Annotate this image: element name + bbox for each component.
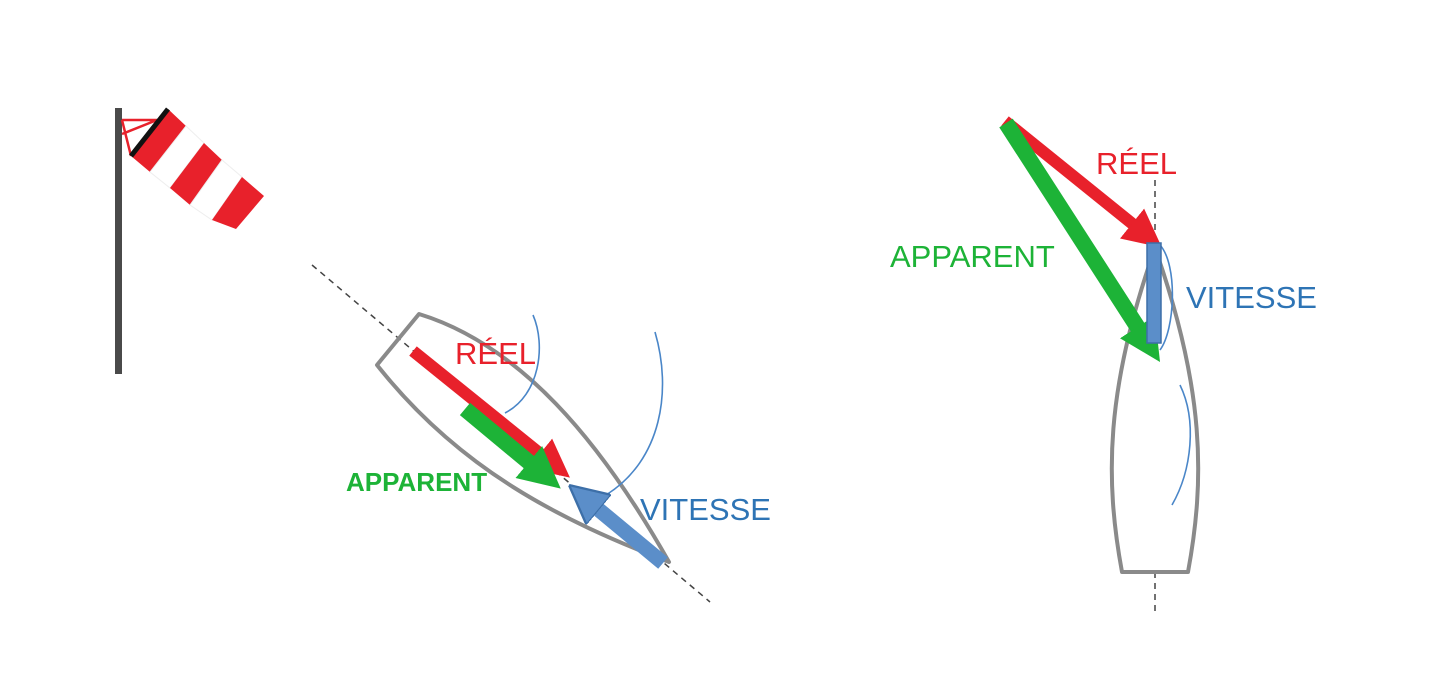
windsock-sock xyxy=(129,107,264,229)
right-scene: RÉEL APPARENT VITESSE xyxy=(890,116,1317,612)
arrow-vitesse-left xyxy=(581,495,668,569)
label-vitesse-right: VITESSE xyxy=(1186,280,1317,315)
arrow-reel-right xyxy=(1001,116,1162,248)
arrow-apparent-left xyxy=(459,402,561,489)
sail-left-main xyxy=(605,331,664,496)
hull-left xyxy=(375,312,671,564)
label-reel-left: RÉEL xyxy=(455,336,536,371)
label-apparent-left: APPARENT xyxy=(346,467,487,497)
sail-right-front xyxy=(1159,244,1174,351)
arrow-apparent-right xyxy=(999,118,1161,362)
windsock-frame xyxy=(120,118,158,157)
left-scene: RÉEL APPARENT VITESSE xyxy=(311,264,771,603)
windsock-icon xyxy=(115,107,264,374)
label-reel-right: RÉEL xyxy=(1096,146,1177,181)
label-vitesse-left: VITESSE xyxy=(640,492,771,527)
windsock-pole xyxy=(115,108,122,374)
sail-left-front xyxy=(504,314,541,414)
sail-right-main xyxy=(1171,384,1192,506)
arrow-vitesse-right xyxy=(1146,242,1162,344)
label-apparent-right: APPARENT xyxy=(890,239,1055,274)
